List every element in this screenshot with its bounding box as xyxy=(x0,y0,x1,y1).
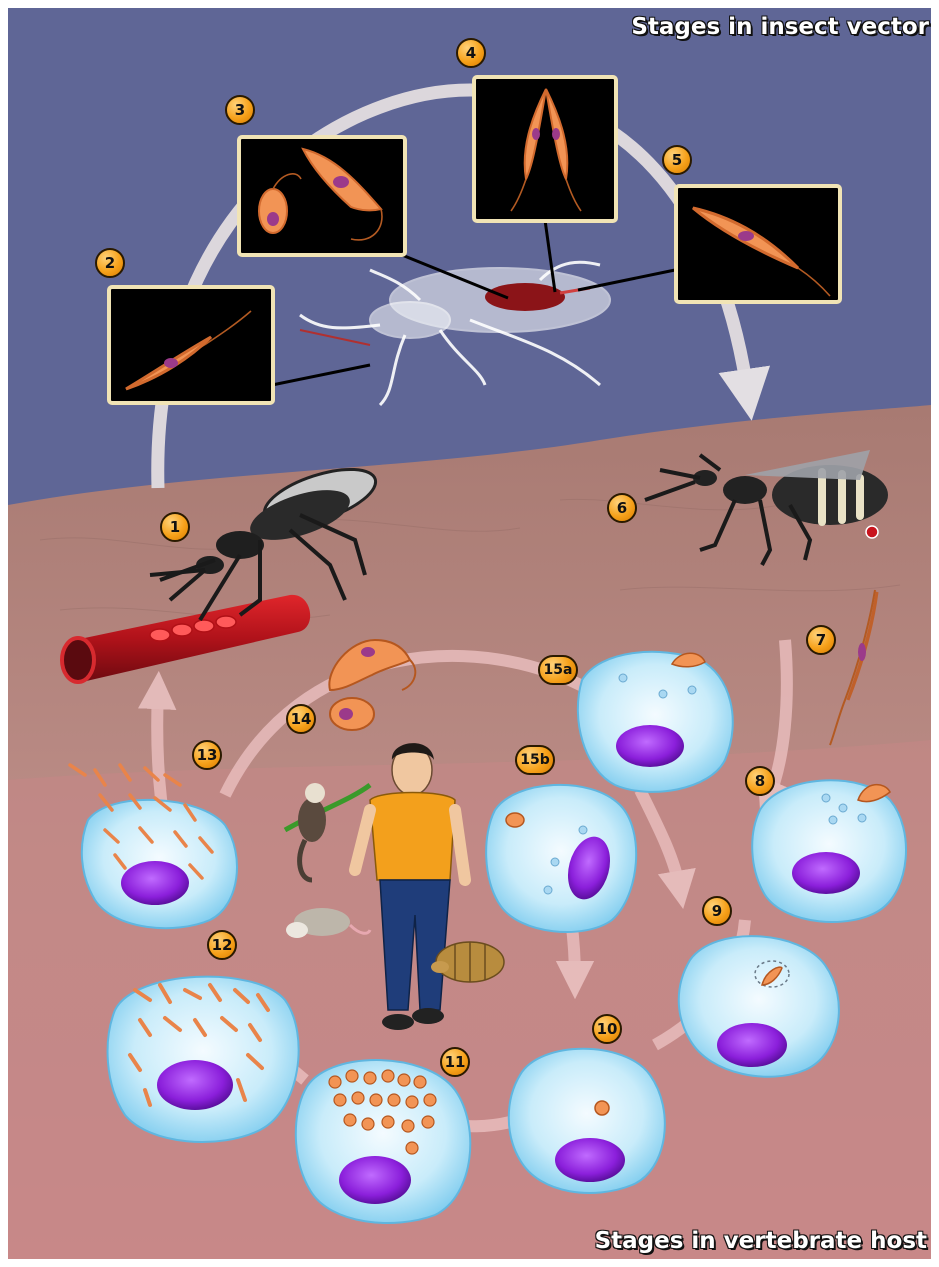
stage-4-badge: 4 xyxy=(456,38,486,68)
dividing-epimastigote-illustration xyxy=(476,79,614,219)
stage-1-badge: 1 xyxy=(160,512,190,542)
stage-3-badge: 3 xyxy=(225,95,255,125)
epimastigote-illustration xyxy=(111,289,271,401)
metacyclic-trypomastigote-illustration xyxy=(678,188,838,300)
amastigote-epimastigote-illustration xyxy=(241,139,403,253)
stage-12-badge: 12 xyxy=(207,930,237,960)
stage-14-badge: 14 xyxy=(286,704,316,734)
cell-10 xyxy=(509,1049,665,1193)
stage-10-badge: 10 xyxy=(592,1014,622,1044)
insect-vector-title: Stages in insect vector xyxy=(631,14,929,40)
stage-5-panel xyxy=(674,184,842,304)
stage-2-badge: 2 xyxy=(95,248,125,278)
cell-15a xyxy=(578,652,733,792)
stage-5-badge: 5 xyxy=(662,145,692,175)
stage-8-badge: 8 xyxy=(745,766,775,796)
stage-6-badge: 6 xyxy=(607,493,637,523)
stage-13-badge: 13 xyxy=(192,740,222,770)
stage-7-badge: 7 xyxy=(806,625,836,655)
stage-2-panel xyxy=(107,285,275,405)
stage-15b-badge: 15b xyxy=(515,745,555,775)
cell-8 xyxy=(752,780,906,922)
stage-9-badge: 9 xyxy=(702,896,732,926)
stage-3-panel xyxy=(237,135,407,257)
cell-9 xyxy=(679,936,839,1077)
stage-11-badge: 11 xyxy=(440,1047,470,1077)
cell-12 xyxy=(108,977,299,1142)
cell-11 xyxy=(296,1060,470,1223)
stage-15a-badge: 15a xyxy=(538,655,578,685)
vertebrate-host-title: Stages in vertebrate host xyxy=(595,1228,927,1254)
stage-4-panel xyxy=(472,75,618,223)
cell-15b xyxy=(486,785,636,932)
